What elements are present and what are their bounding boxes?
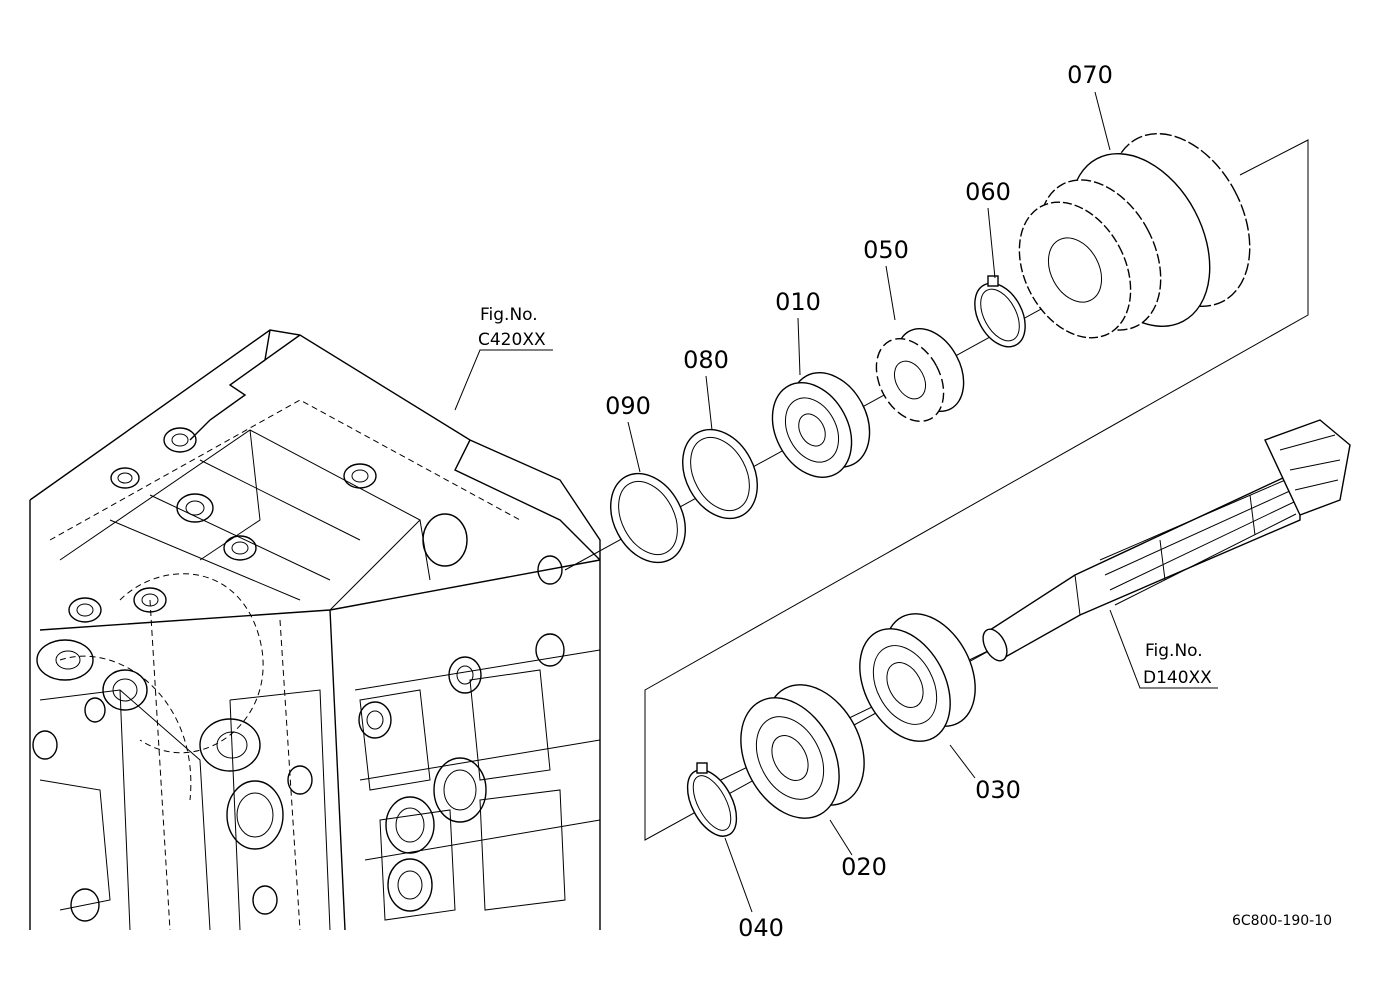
fig-ref-label: Fig.No. <box>1145 641 1203 661</box>
fig-ref-number: C420XX <box>478 330 546 350</box>
fig-ref-d140xx: Fig.No. D140XX <box>1143 641 1212 688</box>
spur-gear-050 <box>875 327 965 423</box>
callout-020: 020 <box>841 853 887 881</box>
ball-bearing-020 <box>740 684 865 819</box>
callout-070: 070 <box>1067 61 1113 89</box>
callout-010: 010 <box>775 288 821 316</box>
fig-ref-c420xx: Fig.No. C420XX <box>478 305 546 350</box>
transmission-housing <box>29 329 601 931</box>
fig-ref-number: D140XX <box>1143 668 1212 688</box>
lower-shaft-assembly <box>686 419 1351 837</box>
callout-040: 040 <box>738 914 784 942</box>
upper-shaft-assembly <box>564 133 1309 841</box>
callout-labels: 010 020 030 040 050 060 070 080 090 <box>605 61 1113 942</box>
leader-lines <box>454 91 1218 913</box>
shim-080 <box>682 428 758 520</box>
snap-ring-040 <box>686 762 738 837</box>
fig-ref-label: Fig.No. <box>480 305 538 325</box>
shim-090 <box>610 472 686 564</box>
snap-ring-060 <box>974 275 1026 348</box>
callout-080: 080 <box>683 346 729 374</box>
ball-bearing-010 <box>771 372 871 478</box>
pinion-shaft <box>982 419 1351 662</box>
roller-bearing-030 <box>859 613 976 742</box>
callout-050: 050 <box>863 236 909 264</box>
callout-030: 030 <box>975 776 1021 804</box>
gear-cluster-070 <box>1018 133 1251 339</box>
callout-090: 090 <box>605 392 651 420</box>
callout-060: 060 <box>965 178 1011 206</box>
drawing-code: 6C800-190-10 <box>1232 913 1332 929</box>
